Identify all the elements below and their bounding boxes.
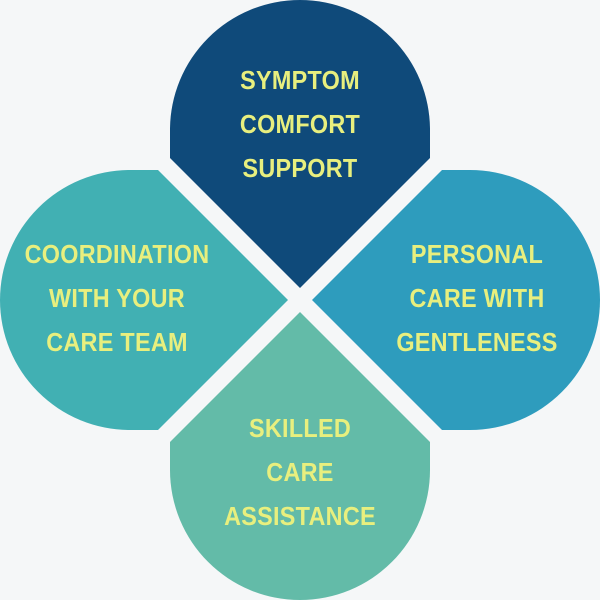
label-line: ASSISTANCE (224, 501, 376, 531)
label-line: COORDINATION (24, 239, 210, 269)
petal-top-shape (170, 0, 430, 288)
petal-left-label: COORDINATION WITH YOUR CARE TEAM (25, 232, 210, 364)
label-line: WITH YOUR (49, 283, 185, 313)
petal-right-shape (312, 170, 600, 430)
label-line: SUPPORT (242, 153, 358, 183)
label-line: CARE (266, 457, 334, 487)
label-line: COMFORT (239, 109, 361, 139)
label-line: GENTLENESS (396, 327, 558, 357)
label-line: SYMPTOM (240, 65, 360, 95)
petal-top-label: SYMPTOM COMFORT SUPPORT (240, 58, 360, 190)
petal-bottom-shape (170, 312, 430, 600)
label-line: CARE WITH (409, 283, 545, 313)
label-line: CARE TEAM (46, 327, 188, 357)
petal-left-shape (0, 170, 288, 430)
petal-right-label: PERSONAL CARE WITH GENTLENESS (396, 232, 557, 364)
label-line: SKILLED (248, 413, 351, 443)
petal-bottom-label: SKILLED CARE ASSISTANCE (224, 406, 376, 538)
label-line: PERSONAL (410, 239, 544, 269)
